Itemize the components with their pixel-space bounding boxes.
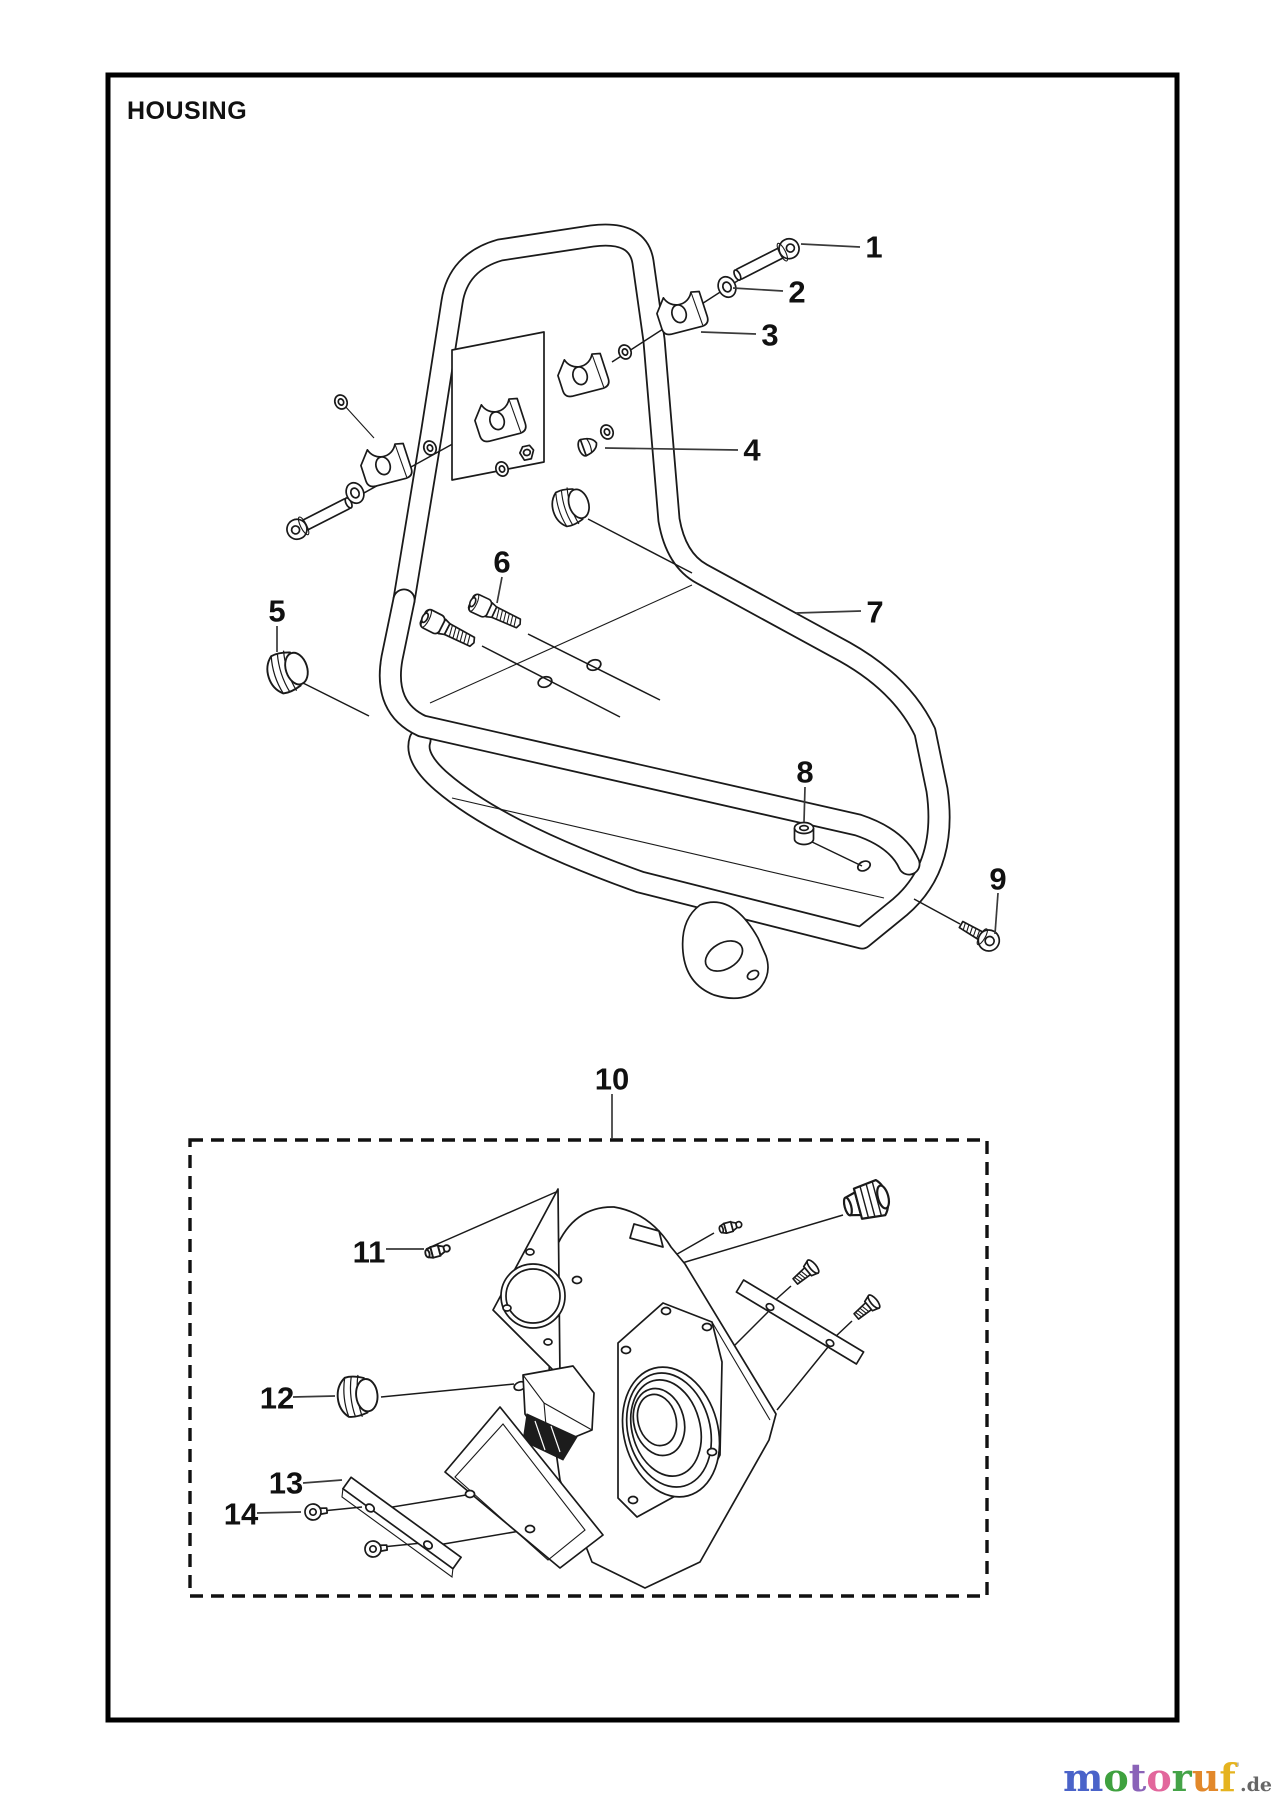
- callout-number-9: 9: [989, 862, 1006, 897]
- watermark-letter: u: [1191, 1755, 1220, 1800]
- nipple11-line: [425, 1191, 557, 1250]
- bar-plate-part13: [341, 1476, 462, 1579]
- clamp-block-4-part3: [356, 437, 415, 492]
- callout-leader-3: [700, 331, 757, 335]
- screw-part14: [303, 1501, 329, 1522]
- callout-leader-6: [496, 576, 503, 604]
- assembly-box-part10: [188, 1138, 989, 1598]
- gusset-plate: [492, 1188, 566, 1378]
- plug-part12: [334, 1372, 381, 1421]
- callout-number-8: 8: [796, 755, 813, 790]
- bushing-part8: [793, 821, 815, 846]
- watermark-letter: f: [1219, 1755, 1236, 1800]
- bushing8-line: [809, 840, 863, 867]
- watermark-suffix: .de: [1240, 1774, 1272, 1796]
- watermark-letter: t: [1128, 1755, 1147, 1800]
- callout-number-12: 12: [260, 1381, 294, 1416]
- watermark-letter: o: [1146, 1755, 1172, 1800]
- callout-number-4: 4: [743, 433, 761, 468]
- skid-plate: [444, 1406, 604, 1569]
- frame-bracket-lug: [681, 901, 769, 1000]
- page-border: [105, 72, 1180, 1723]
- callout-leader-7: [795, 610, 862, 614]
- bolt-left: [282, 491, 357, 544]
- cs-screw-lines: [728, 1285, 853, 1411]
- washer-part4: [597, 422, 617, 442]
- breather-cap: [838, 1176, 894, 1226]
- grease-nipple-2: [717, 1218, 744, 1236]
- callout-leader-12: [292, 1395, 336, 1398]
- callout-number-3: 3: [761, 318, 778, 353]
- countersunk-screw-1: [789, 1257, 822, 1289]
- clamp-block-2-part3: [553, 347, 612, 402]
- screw-part6-b: [465, 591, 525, 634]
- callout-number-2: 2: [788, 275, 805, 310]
- callout-leader-2: [732, 287, 784, 292]
- screw6b-line: [527, 633, 661, 701]
- bearing-flange: [617, 1302, 723, 1518]
- callout-number-6: 6: [493, 545, 510, 580]
- callout-number-5: 5: [268, 594, 285, 629]
- callout-number-7: 7: [866, 595, 883, 630]
- screw-part6-a: [417, 606, 480, 653]
- callout-leader-1: [800, 243, 861, 248]
- plug5-line: [302, 682, 370, 717]
- page-title: HOUSING: [127, 97, 247, 125]
- callout-number-1: 1: [865, 230, 882, 265]
- callout-leader-13: [302, 1479, 343, 1484]
- nipple2-line: [671, 1232, 715, 1258]
- callout-number-10: 10: [595, 1062, 629, 1097]
- small-washer-line: [343, 404, 375, 439]
- callout-leader-9: [994, 892, 999, 935]
- mount-strip-right: [735, 1279, 865, 1365]
- screw9-line: [913, 898, 961, 925]
- plug12-line: [380, 1383, 515, 1398]
- watermark-letter: m: [1063, 1755, 1104, 1800]
- watermark-letter: o: [1103, 1755, 1129, 1800]
- grease-nipple-part11: [423, 1241, 453, 1261]
- clamp-mount-plate: [451, 331, 545, 481]
- countersunk-screw-2: [850, 1292, 883, 1324]
- callout-leader-8: [803, 786, 806, 823]
- upper-plug-line: [587, 518, 693, 574]
- callout-number-13: 13: [269, 1466, 303, 1501]
- callout-number-14: 14: [224, 1497, 259, 1532]
- callout-number-11: 11: [353, 1235, 386, 1270]
- cap-line: [681, 1214, 844, 1264]
- frame-tube-part7: [378, 223, 951, 950]
- plug-upper: [546, 481, 595, 532]
- watermark-logo: motoruf'.de: [1063, 1748, 1272, 1800]
- screw-part14-b: [363, 1538, 389, 1559]
- callout-leader-14: [256, 1511, 302, 1514]
- dome-nut-part4: [575, 434, 601, 459]
- frame-assembly: [261, 223, 1004, 1000]
- bar13-lines: [321, 1494, 527, 1548]
- plug-part5: [261, 644, 315, 699]
- inner-bracket: [522, 1365, 595, 1461]
- frame-platform: [429, 584, 885, 899]
- watermark-letter: r: [1171, 1755, 1192, 1800]
- screw6a-line: [481, 645, 621, 718]
- watermark-tick: ': [1235, 1761, 1240, 1777]
- callout-leader-4: [604, 447, 739, 451]
- washer-small-upper: [615, 342, 635, 362]
- housing-assembly: [303, 1176, 894, 1589]
